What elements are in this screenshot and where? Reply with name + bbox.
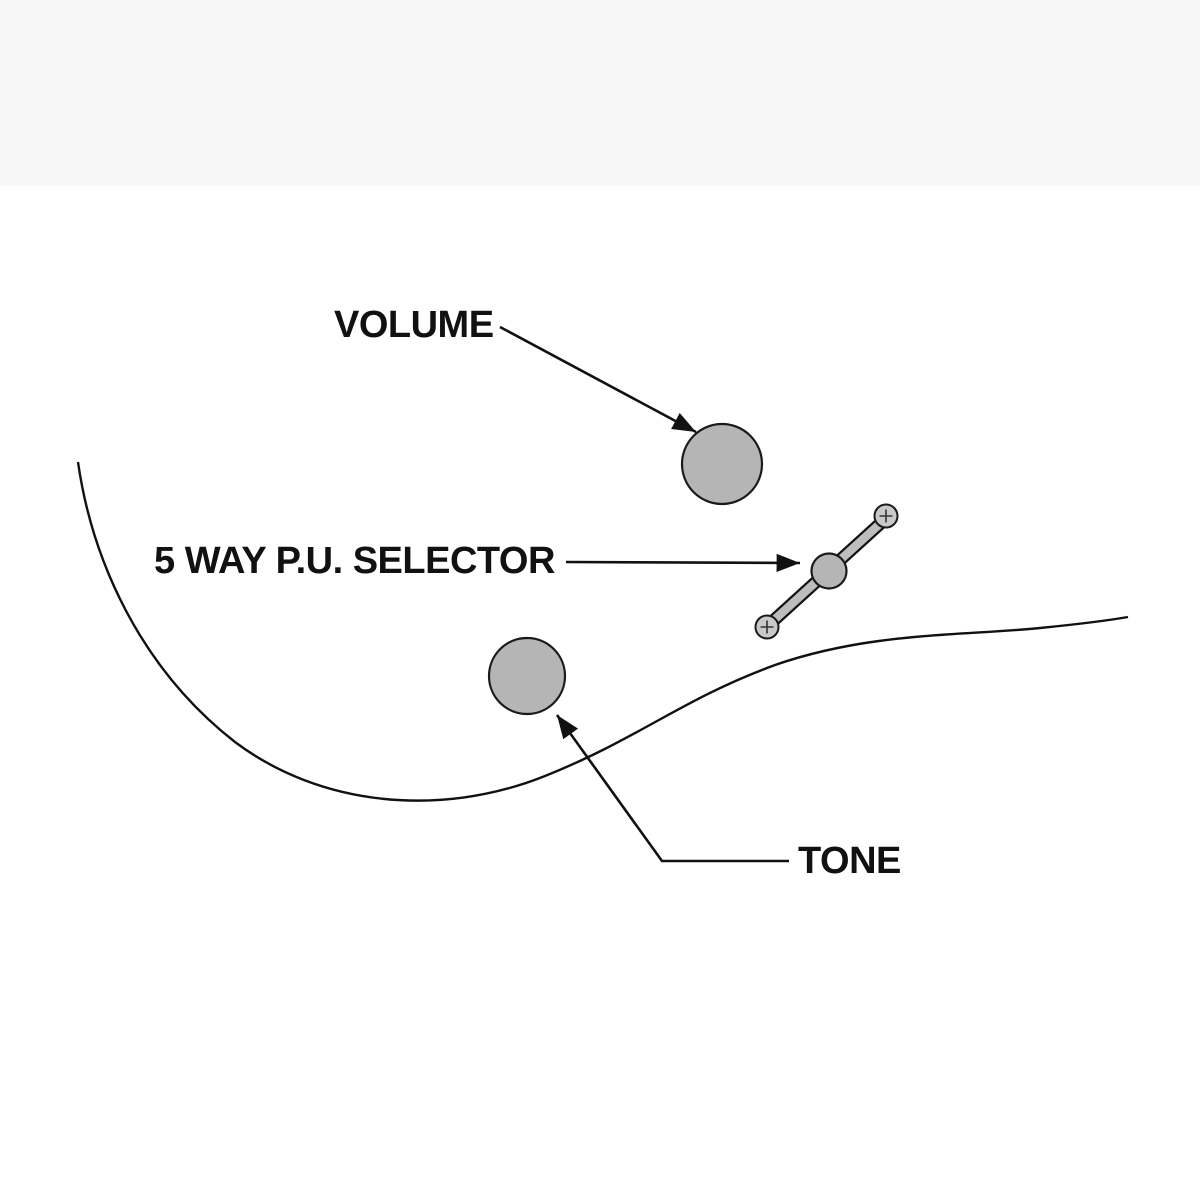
selector-label: 5 WAY P.U. SELECTOR [154, 540, 555, 582]
tone-pointer-line [555, 714, 789, 863]
selector-pointer-line [565, 553, 801, 572]
volume-label: VOLUME [334, 304, 494, 346]
tone-knob [487, 636, 567, 716]
guitar-body-contour [76, 461, 1129, 802]
top-band [0, 0, 1200, 186]
pickup-selector-switch [754, 503, 899, 640]
tone-label: TONE [798, 840, 901, 882]
screw-cross-icon [760, 620, 774, 634]
screw-cross-icon [879, 509, 893, 523]
volume-knob [680, 422, 764, 506]
selector-tip [810, 552, 848, 590]
volume-pointer-line [499, 325, 697, 434]
